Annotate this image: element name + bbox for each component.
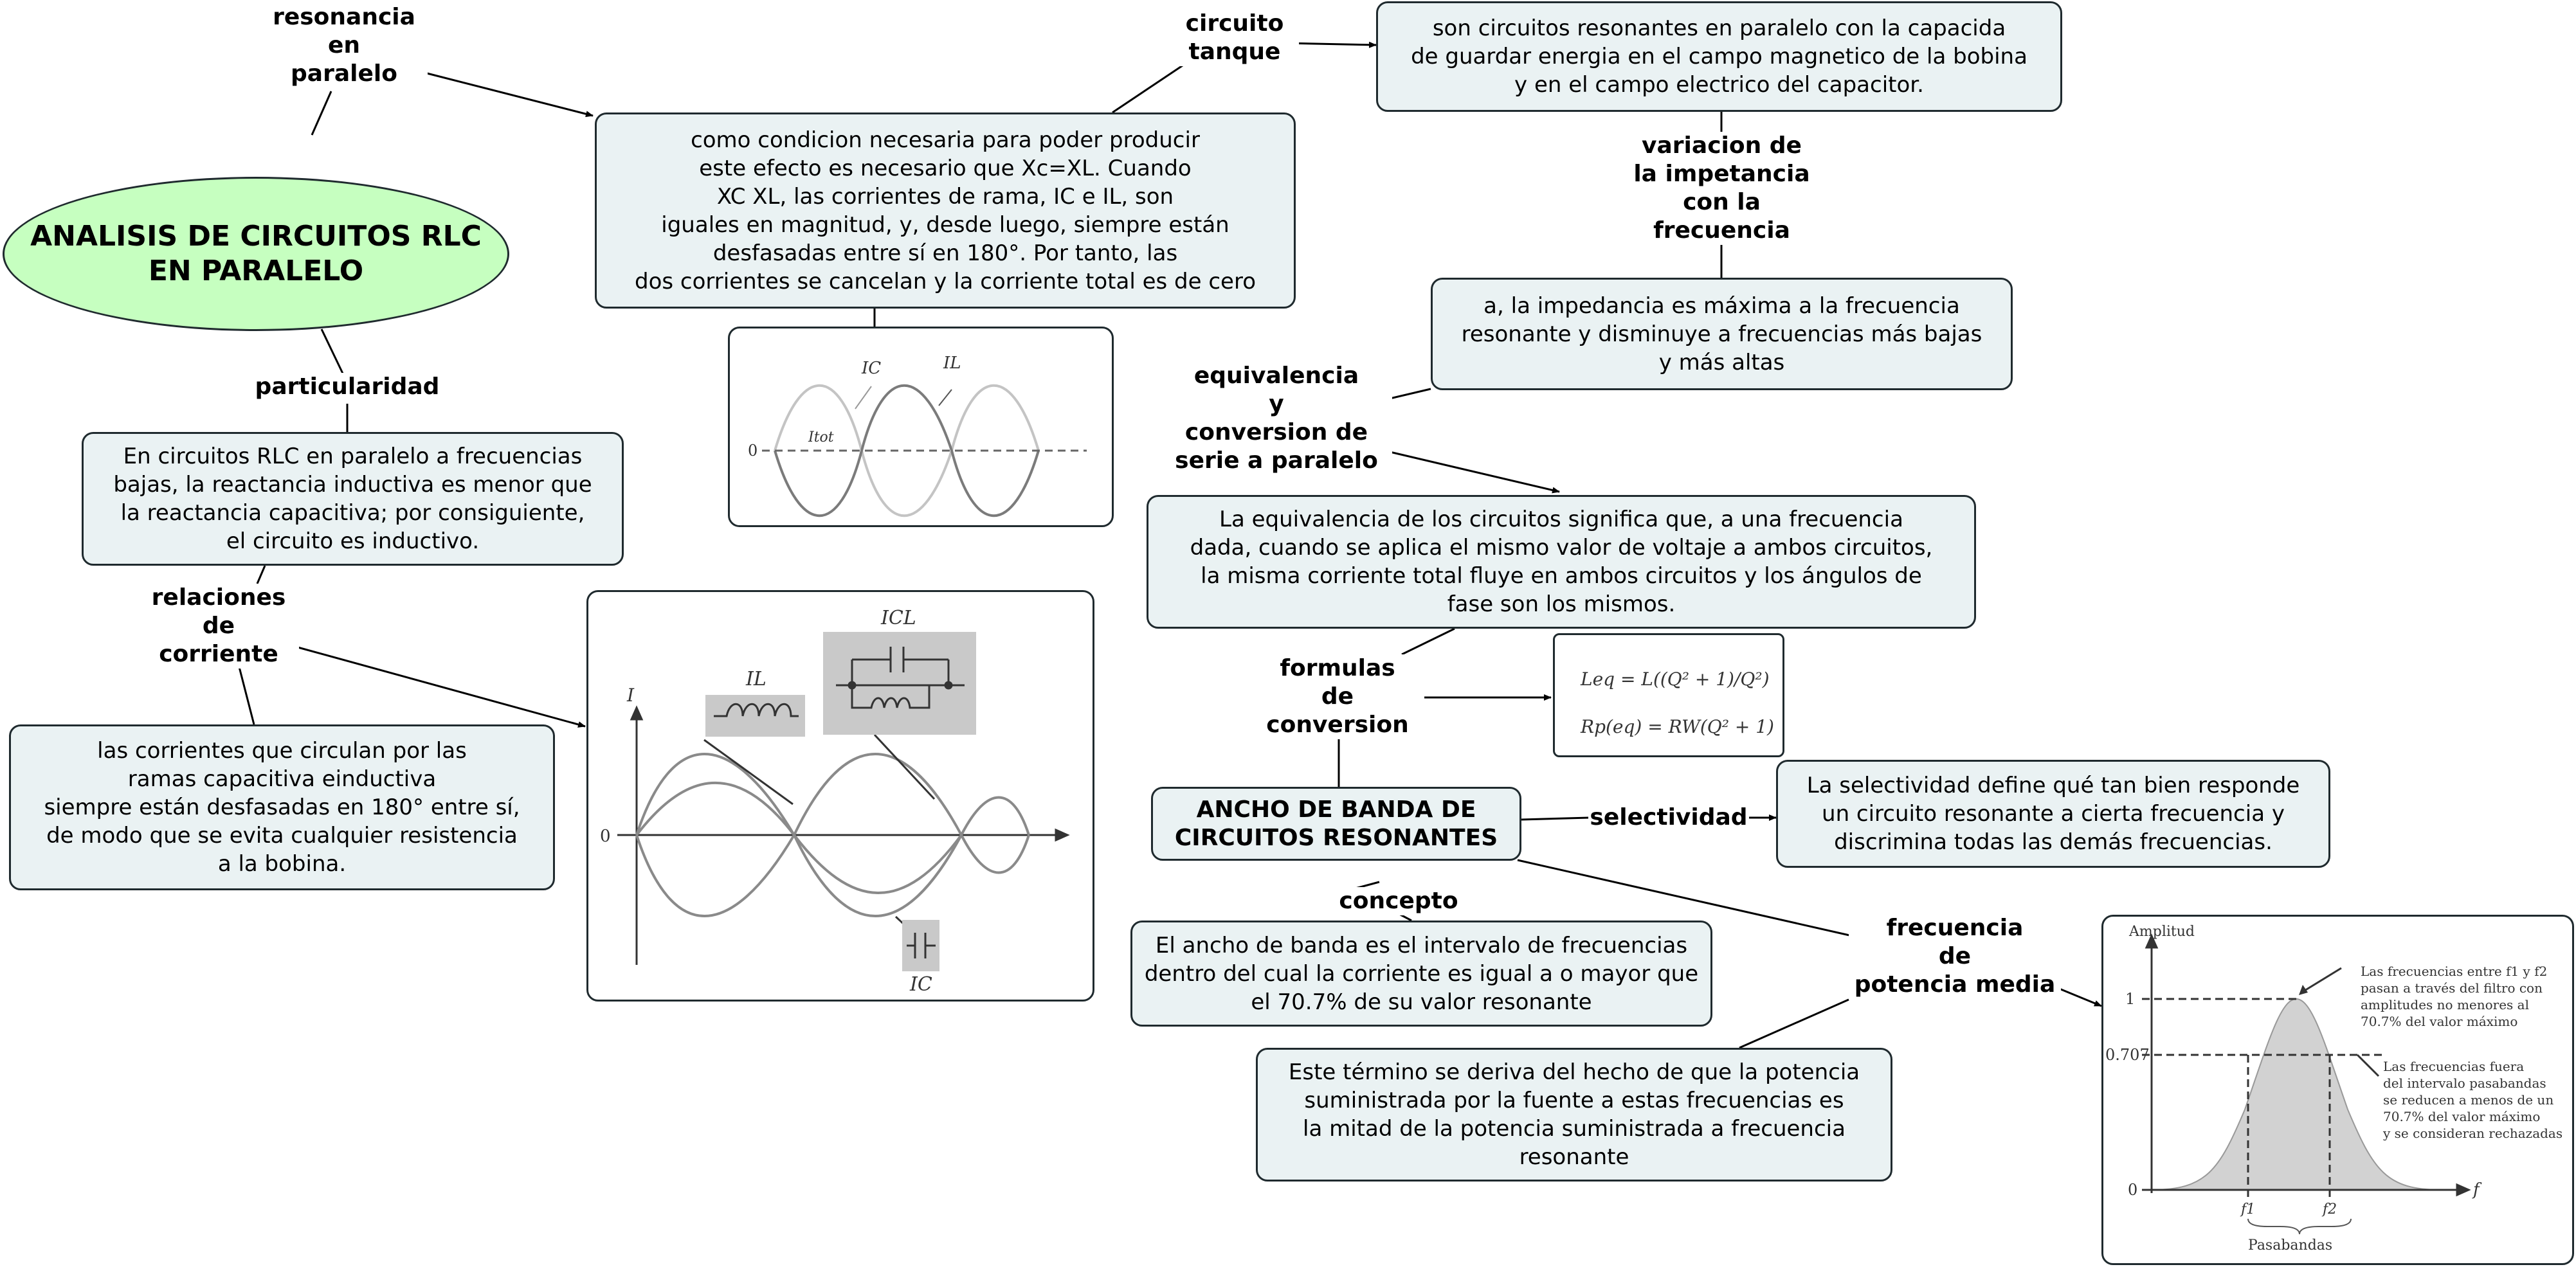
node-selectividad-definicion[interactable]: La selectividad define qué tan bien resp… bbox=[1776, 760, 2330, 868]
arrow-relaciones-to-circuit bbox=[286, 643, 586, 728]
line-condicion-to-tanque-label bbox=[1112, 63, 1185, 114]
svg-text:y se consideran rechazadas: y se consideran rechazadas bbox=[2382, 1126, 2562, 1141]
node-condicion-necesaria[interactable]: como condicion necesaria para poder prod… bbox=[595, 112, 1296, 309]
label-resonancia-en-paralelo: resonancia en paralelo bbox=[260, 3, 428, 88]
node-impedancia-maxima[interactable]: a, la impedancia es máxima a la frecuenc… bbox=[1431, 278, 2013, 390]
wave-label-itot: Itot bbox=[808, 429, 834, 445]
circuit-label-ic: IC bbox=[909, 973, 932, 996]
arrow-equivalencia-to-desc bbox=[1375, 447, 1560, 494]
circuit-axis-i: I bbox=[626, 685, 635, 706]
label-formulas-conversion: formulas de conversion bbox=[1251, 654, 1424, 739]
label-frecuencia-potencia-media: frecuencia de potencia media bbox=[1849, 914, 2061, 999]
figure-bandwidth-curve: Amplitud 1 0.707 0 f f1 f2 Pasabandas La… bbox=[2101, 915, 2574, 1265]
figure-current-waves: IC IL Itot 0 bbox=[728, 327, 1114, 527]
label-variacion-impedancia: variacion de la impetancia con la frecue… bbox=[1620, 132, 1823, 245]
formula-leq: Leq = L((Q² + 1)/Q²) bbox=[1580, 669, 1770, 690]
line-frecuencia-media-to-potencia bbox=[1739, 998, 1849, 1049]
label-selectividad: selectividad bbox=[1588, 804, 1749, 832]
formula-rpeq: Rp(eq) = RW(Q² + 1) bbox=[1580, 716, 1774, 737]
label-particularidad: particularidad bbox=[248, 373, 447, 401]
label-circuito-tanque: circuito tanque bbox=[1170, 10, 1299, 66]
node-equivalencia-circuitos[interactable]: La equivalencia de los circuitos signifi… bbox=[1147, 495, 1976, 629]
node-bajas-frecuencias[interactable]: En circuitos RLC en paralelo a frecuenci… bbox=[82, 432, 624, 566]
svg-text:Las frecuencias entre f1 y f2: Las frecuencias entre f1 y f2 bbox=[2361, 964, 2547, 979]
figure-conversion-formulas: Leq = L((Q² + 1)/Q²) Rp(eq) = RW(Q² + 1) bbox=[1553, 633, 1784, 757]
wave-label-zero: 0 bbox=[748, 442, 757, 460]
line-main-to-particularidad bbox=[320, 328, 345, 377]
node-circuito-tanque[interactable]: son circuitos resonantes en paralelo con… bbox=[1376, 1, 2062, 112]
label-relaciones-de-corriente: relaciones de corriente bbox=[138, 584, 299, 669]
band-tick-707: 0.707 bbox=[2105, 1046, 2150, 1064]
band-axis-f: f bbox=[2472, 1180, 2482, 1200]
circuit-label-icl: ICL bbox=[880, 607, 916, 629]
node-ancho-de-banda[interactable]: ANCHO DE BANDA DE CIRCUITOS RESONANTES bbox=[1151, 787, 1521, 861]
node-concepto-ancho-banda[interactable]: El ancho de banda es el intervalo de fre… bbox=[1130, 921, 1712, 1027]
main-topic[interactable]: ANALISIS DE CIRCUITOS RLC EN PARALELO bbox=[3, 177, 509, 331]
svg-text:Las frecuencias fuera: Las frecuencias fuera bbox=[2383, 1059, 2524, 1074]
circuit-label-il: IL bbox=[745, 668, 766, 690]
line-main-to-resonancia bbox=[311, 91, 332, 136]
label-equivalencia-conversion: equivalencia y conversion de serie a par… bbox=[1161, 362, 1392, 475]
wave-label-il: IL bbox=[943, 354, 961, 373]
line-bajas-to-relaciones bbox=[256, 565, 266, 584]
wave-label-ic: IC bbox=[861, 359, 881, 378]
circuit-axis-zero: 0 bbox=[600, 827, 611, 846]
line-ancho-to-selectividad bbox=[1521, 816, 1590, 821]
svg-text:se reducen a menos de un: se reducen a menos de un bbox=[2383, 1092, 2553, 1108]
band-tick-zero: 0 bbox=[2128, 1181, 2137, 1199]
band-label-pasabandas: Pasabandas bbox=[2248, 1237, 2332, 1254]
node-corrientes-desfasadas[interactable]: las corrientes que circulan por las rama… bbox=[9, 724, 555, 890]
band-note-top: Las frecuencias entre f1 y f2 pasan a tr… bbox=[2361, 964, 2547, 1029]
band-tick-one: 1 bbox=[2125, 990, 2135, 1008]
band-label-amplitud: Amplitud bbox=[2128, 924, 2195, 940]
svg-text:pasan a través del filtro con: pasan a través del filtro con bbox=[2361, 980, 2543, 996]
node-potencia-media[interactable]: Este término se deriva del hecho de que … bbox=[1256, 1048, 1892, 1182]
line-equivalencia-desc-to-formulas bbox=[1401, 627, 1455, 656]
band-label-f1: f1 bbox=[2240, 1201, 2255, 1218]
band-label-f2: f2 bbox=[2321, 1201, 2337, 1218]
figure-branch-currents: I 0 IL ICL IC bbox=[586, 590, 1094, 1002]
arrow-frecuencia-media-to-band bbox=[2057, 987, 2102, 1007]
svg-text:del intervalo pasabandas: del intervalo pasabandas bbox=[2383, 1075, 2546, 1091]
arrow-resonancia-to-condicion bbox=[424, 71, 594, 118]
line-ancho-to-frecuencia-media bbox=[1517, 859, 1856, 938]
svg-text:70.7% del valor máximo: 70.7% del valor máximo bbox=[2361, 1014, 2517, 1029]
line-relaciones-to-corrientes bbox=[237, 661, 255, 725]
band-note-bottom: Las frecuencias fuera del intervalo pasa… bbox=[2382, 1059, 2562, 1141]
label-concepto: concepto bbox=[1331, 887, 1466, 915]
svg-text:70.7% del valor máximo: 70.7% del valor máximo bbox=[2383, 1109, 2540, 1124]
svg-text:amplitudes no menores al: amplitudes no menores al bbox=[2361, 997, 2529, 1012]
